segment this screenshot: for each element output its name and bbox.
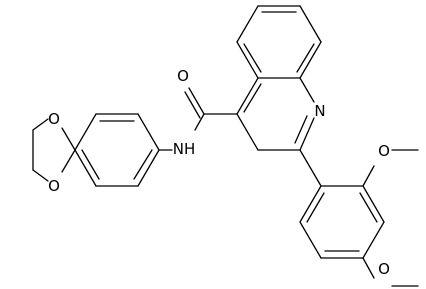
benzodioxane-aromatic-ring [74, 113, 173, 187]
quinoline-pyridine-ring [236, 77, 315, 151]
quinoline-nitrogen-label: N [314, 102, 325, 120]
methoxy-oxygen-top-label: O [378, 142, 390, 160]
dioxane-oxygen-upper-label: O [48, 110, 60, 128]
amide-nh-label: NH [173, 140, 196, 158]
quinoline-benzo-ring [236, 5, 322, 79]
dimethoxyphenyl-ring [299, 149, 385, 259]
methoxy-groups [362, 149, 419, 287]
dioxane-oxygen-lower-label: O [48, 177, 60, 195]
dioxane-ring [32, 118, 76, 182]
carbonyl-oxygen-label: O [177, 67, 189, 85]
methoxy-oxygen-bottom-label: O [378, 260, 390, 278]
amide-linkage [184, 87, 238, 131]
